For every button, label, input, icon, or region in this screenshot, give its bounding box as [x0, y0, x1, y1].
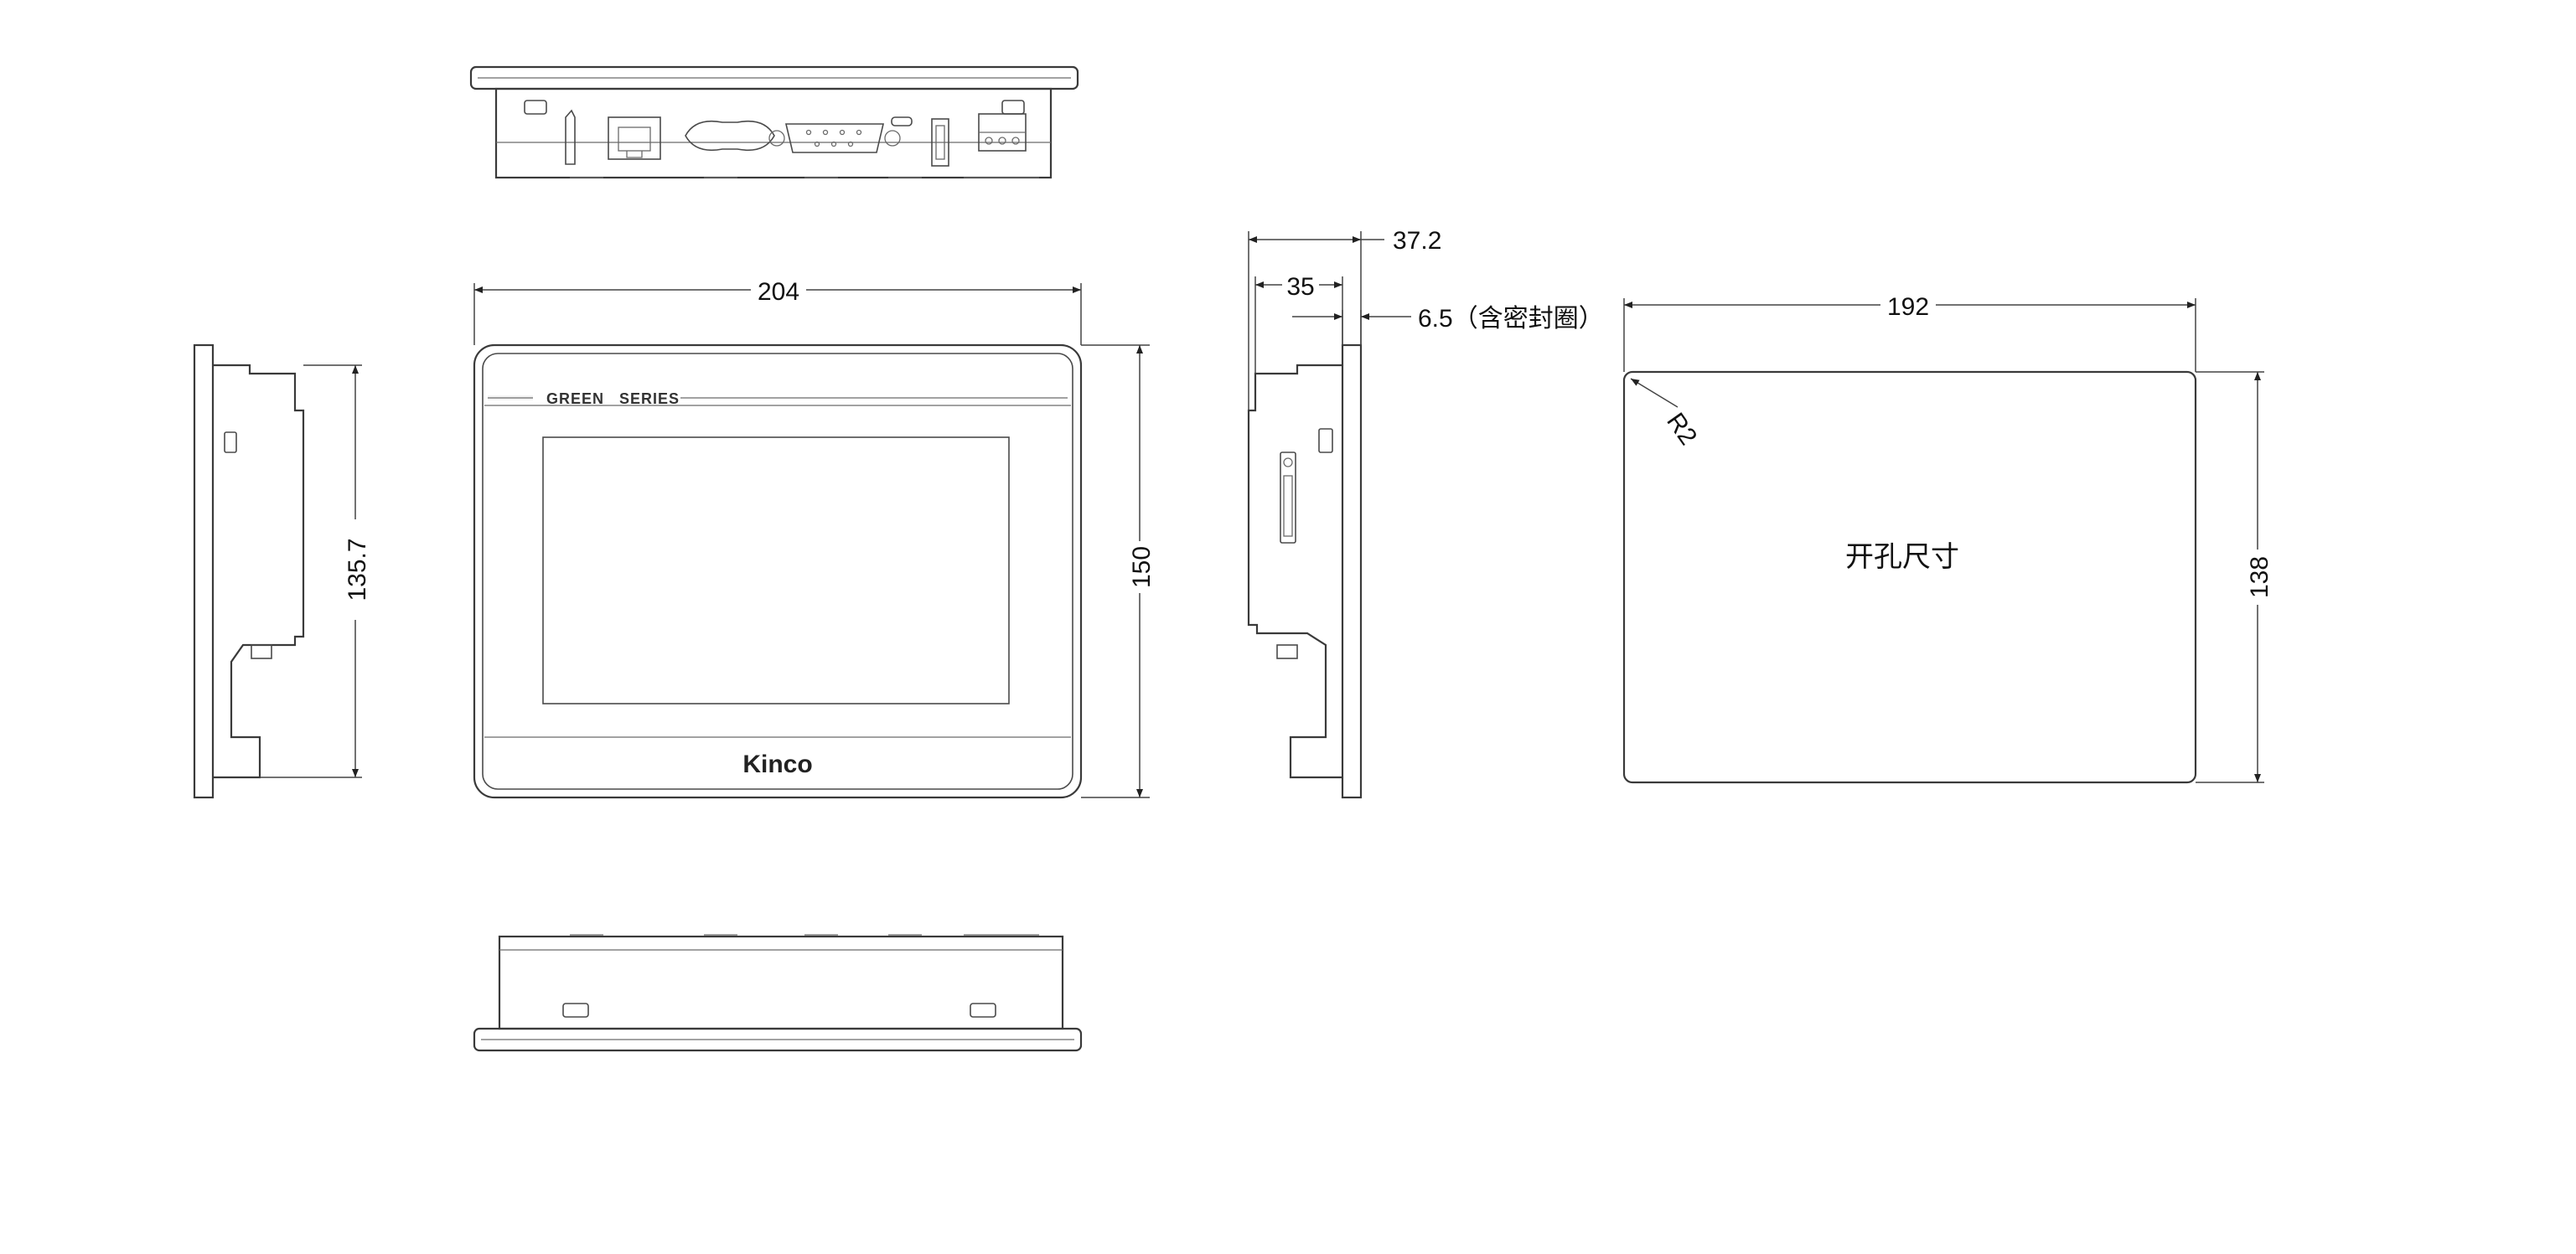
right-side-view: [1247, 343, 1363, 799]
cutout-height-label: 138: [2246, 556, 2273, 598]
front-width-label: 204: [758, 278, 799, 306]
oval-knockout: [685, 120, 775, 152]
cutout-label: 开孔尺寸: [1845, 541, 1959, 573]
cutout-view: 开孔尺寸 R2: [1622, 370, 2197, 784]
usb-port: [931, 118, 949, 167]
dim-side-height: 135.7: [260, 364, 375, 778]
panel-thickness-label: 6.5（含密封圈）: [1418, 305, 1604, 333]
front-view: GREEN SERIES Kinco: [473, 343, 1083, 799]
dim-front-width: 204: [473, 276, 1082, 345]
front-height-label: 150: [1128, 546, 1156, 588]
brand-logo: Kinco: [742, 751, 812, 778]
dim-cutout-height: 138: [2196, 371, 2279, 783]
sd-card-slot: [1280, 452, 1296, 544]
micro-usb-port: [891, 116, 913, 126]
corner-radius-label: R2: [1661, 408, 1702, 450]
side-height-label: 135.7: [344, 538, 371, 601]
cutout-width-label: 192: [1887, 293, 1929, 321]
dim-panel-thickness: 6.5（含密封圈）: [1292, 305, 1604, 345]
serial-port: [768, 123, 901, 153]
left-side-view: [193, 343, 305, 799]
series-label: GREEN SERIES: [546, 390, 680, 407]
depth-total-label: 37.2: [1393, 227, 1441, 255]
screen-area: [542, 436, 1010, 704]
top-view: [469, 65, 1079, 179]
dim-depth-body: 35: [1254, 270, 1343, 374]
dim-depth-total: 37.2: [1248, 227, 1441, 410]
ethernet-port: [608, 116, 661, 160]
dim-front-height: 150: [1081, 344, 1161, 798]
bottom-view: [473, 934, 1083, 1052]
dim-cutout-width: 192: [1623, 292, 2196, 372]
terminal-block: [978, 113, 1027, 152]
depth-body-label: 35: [1286, 273, 1314, 301]
